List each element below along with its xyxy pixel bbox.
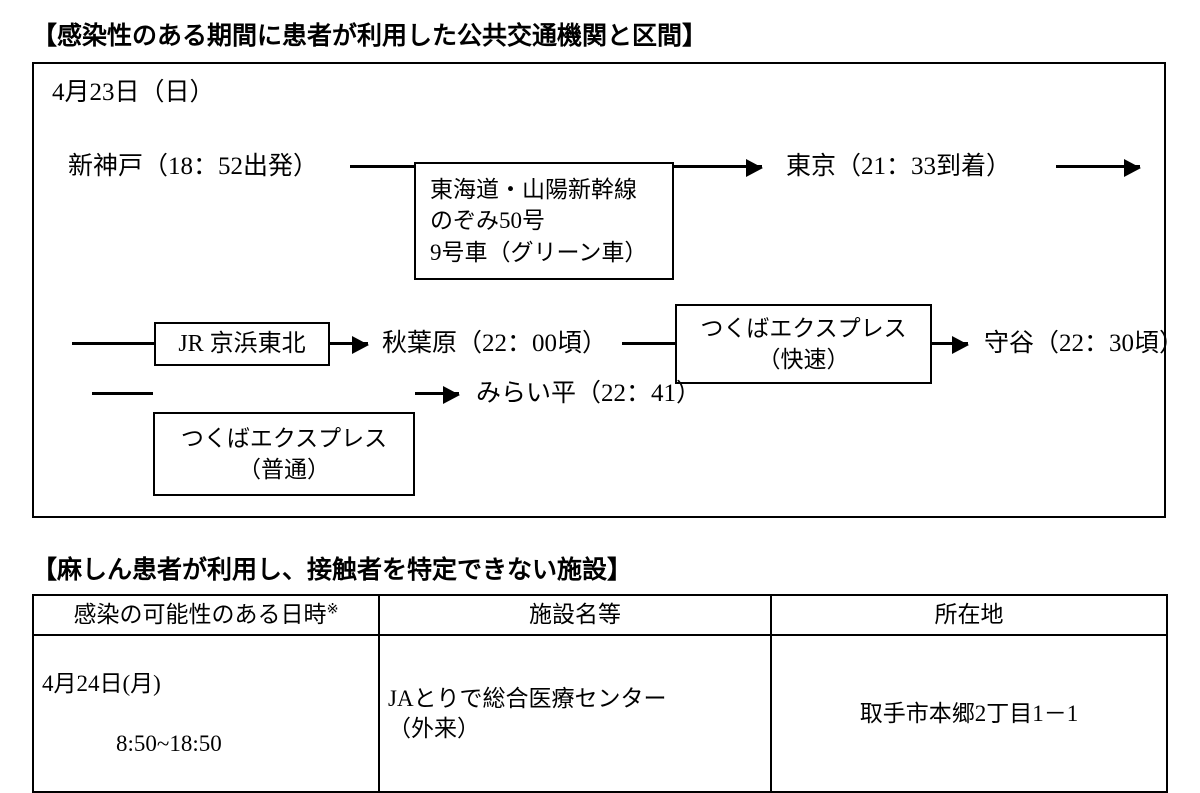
cell-datetime: 4月24日(月) 8:50~18:50 <box>32 633 380 793</box>
cell-facility-name: JAとりで総合医療センター （外来） <box>378 633 772 793</box>
node-shin-kobe: 新神戸（18：52出発） <box>68 153 319 180</box>
transit-diagram-frame: 4月23日（日） 新神戸（18：52出発） 東海道・山陽新幹線 のぞみ50号 9… <box>32 62 1184 518</box>
node-moriya: 守谷（22：30頃） <box>984 330 1185 357</box>
cell-address: 取手市本郷2丁目1－1 <box>770 633 1168 793</box>
arrow-tokyo-continues <box>1056 159 1141 177</box>
arrow-shinkansen-to-tokyo <box>674 159 763 177</box>
tx-local-service-type: （普通） <box>238 457 330 482</box>
arrow-tx-rapid-to-moriya <box>932 336 969 354</box>
table-header-row: 感染の可能性のある日時※ 施設名等 所在地 <box>32 594 1168 636</box>
node-akihabara: 秋葉原（22：00頃） <box>382 330 608 357</box>
connector-into-keihin-tohoku <box>72 342 154 345</box>
column-header-facility-name: 施設名等 <box>378 594 772 636</box>
keihin-tohoku-line-name: JR 京浜東北 <box>178 330 306 357</box>
column-header-datetime-text: 感染の可能性のある日時 <box>73 602 327 628</box>
connector-shin-kobe-to-shinkansen <box>350 165 414 168</box>
shinkansen-line-name: 東海道・山陽新幹線 <box>430 177 637 203</box>
footnote-mark-icon: ※ <box>326 601 339 618</box>
node-tokyo: 東京（21：33到着） <box>786 153 1012 180</box>
table-row: 4月24日(月) 8:50~18:50 JAとりで総合医療センター （外来） 取… <box>32 633 1168 793</box>
column-header-datetime: 感染の可能性のある日時※ <box>32 594 380 636</box>
connector-akihabara-to-tx-rapid <box>622 342 675 345</box>
facility-table: 感染の可能性のある日時※ 施設名等 所在地 4月24日(月) 8:50~18:5… <box>32 594 1168 793</box>
transit-date-label: 4月23日（日） <box>52 79 215 106</box>
cell-datetime-time-range: 8:50~18:50 <box>116 730 222 756</box>
cell-datetime-date: 4月24日(月) <box>42 670 161 696</box>
mode-box-shinkansen: 東海道・山陽新幹線 のぞみ50号 9号車（グリーン車） <box>414 162 674 280</box>
column-header-address: 所在地 <box>770 594 1168 636</box>
tx-local-line-name: つくばエクスプレス <box>180 425 388 451</box>
cell-facility-name-department: （外来） <box>388 715 480 741</box>
mode-box-tx-rapid: つくばエクスプレス （快速） <box>675 304 932 384</box>
mode-box-keihin-tohoku: JR 京浜東北 <box>154 322 330 366</box>
facility-section-heading: 【麻しん患者が利用し、接触者を特定できない施設】 <box>32 557 633 584</box>
shinkansen-car-number: 9号車（グリーン車） <box>430 239 648 265</box>
arrow-keihin-to-akihabara <box>330 336 369 354</box>
connector-into-tx-local <box>92 392 153 395</box>
diagram-layer: 4月23日（日） 新神戸（18：52出発） 東海道・山陽新幹線 のぞみ50号 9… <box>34 64 1184 516</box>
arrow-tx-local-to-miraidaira <box>415 386 460 404</box>
shinkansen-train-number: のぞみ50号 <box>430 208 545 234</box>
tx-rapid-service-type: （快速） <box>757 347 850 372</box>
mode-box-tx-local: つくばエクスプレス （普通） <box>153 412 415 496</box>
transit-section-heading: 【感染性のある期間に患者が利用した公共交通機関と区間】 <box>32 23 708 50</box>
cell-facility-name-main: JAとりで総合医療センター <box>388 685 667 711</box>
node-miraidaira: みらい平（22：41） <box>476 380 702 407</box>
tx-rapid-line-name: つくばエクスプレス <box>700 315 907 341</box>
